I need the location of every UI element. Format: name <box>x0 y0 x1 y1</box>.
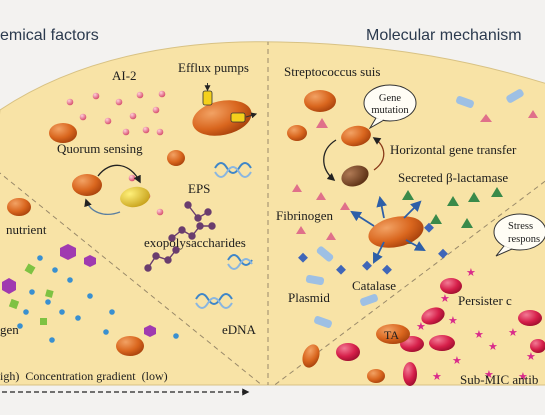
gene-mutation-bubble: Gene mutation <box>363 84 417 130</box>
fibrinogen-label: Fibrinogen <box>276 208 334 223</box>
bacterium <box>287 125 307 141</box>
right-section-header: Molecular mechanism <box>366 27 522 44</box>
ai2-molecules <box>66 90 166 216</box>
persister-cell <box>336 343 360 361</box>
catalase-label: Catalase <box>352 278 396 293</box>
persister-cell <box>440 278 462 294</box>
svg-text:Stress: Stress <box>508 221 533 232</box>
mutant-bacterium <box>341 165 369 187</box>
plasmid-particles <box>305 89 524 328</box>
ta-label: TA <box>384 328 399 342</box>
secretion-arrows <box>350 195 426 264</box>
bacterium <box>167 150 185 166</box>
bacterium <box>304 90 336 112</box>
secreting-bacterium <box>368 216 424 248</box>
svg-text:★: ★ <box>452 354 462 367</box>
svg-text:★: ★ <box>416 320 426 333</box>
mutation-cycle-arrow <box>323 139 337 182</box>
bacterium <box>49 123 77 143</box>
nutrient-label: nutrient <box>6 222 47 237</box>
quorum-cycle-arrow <box>97 164 141 184</box>
ai2-label: AI-2 <box>112 68 137 83</box>
svg-text:★: ★ <box>432 370 442 383</box>
dna-strand-icon <box>214 162 252 174</box>
svg-text:Gene: Gene <box>379 93 401 104</box>
fibrinogen-molecules <box>292 110 538 240</box>
bacterium <box>120 186 150 208</box>
eps-label: EPS <box>188 181 210 196</box>
mutation-cycle-arrow <box>372 137 385 171</box>
svg-text:★: ★ <box>508 326 518 339</box>
catalase-molecules <box>298 222 448 275</box>
svg-text:★: ★ <box>440 292 450 305</box>
bacterium <box>367 369 385 383</box>
biofilm-dome <box>0 41 545 386</box>
svg-text:★: ★ <box>518 370 528 383</box>
antibiotic-stars: ★ ★ ★ ★ ★ ★ ★ ★ ★ ★ ★ ★ <box>416 266 536 383</box>
quorum-cycle-arrow <box>84 198 121 215</box>
polysaccharide-chain <box>144 201 216 272</box>
persister-cell <box>403 362 417 386</box>
persister-cell <box>429 335 455 351</box>
persister-cell <box>518 310 542 326</box>
nutrient-particles <box>2 244 179 343</box>
svg-text:★: ★ <box>484 368 494 381</box>
svg-text:★: ★ <box>448 314 458 327</box>
horizontal-gene-transfer-label: Horizontal gene transfer <box>390 142 517 157</box>
bacterium <box>116 336 144 356</box>
sub-mic-antibiotic-label: Sub-MIC antib <box>460 372 538 387</box>
exopolysaccharides-label: exopolysaccharides <box>144 235 246 250</box>
right-diagonal-divider <box>267 169 545 385</box>
bacterium <box>341 125 371 147</box>
persister-cell-label: Persister c <box>458 293 512 308</box>
svg-text:mutation: mutation <box>371 105 409 116</box>
svg-text:respons: respons <box>508 234 540 245</box>
quorum-sensing-label: Quorum sensing <box>57 141 143 156</box>
persister-cell <box>421 307 445 325</box>
svg-text:★: ★ <box>526 350 536 363</box>
edna-label: eDNA <box>222 322 257 337</box>
svg-text:★: ★ <box>488 340 498 353</box>
bacterium <box>7 198 31 216</box>
dna-strand-icon <box>227 254 253 266</box>
efflux-pumps-label: Efflux pumps <box>178 60 249 75</box>
dna-strand-icon <box>195 293 233 305</box>
left-section-header: emical factors <box>0 27 99 44</box>
secreted-lactamase-label: Secreted β-lactamase <box>398 170 508 185</box>
concentration-gradient-label: igh) Concentration gradient (low) <box>0 369 168 383</box>
streptococcus-suis-label: Streptococcus suis <box>284 64 380 79</box>
efflux-bacterium <box>192 100 252 136</box>
svg-text:★: ★ <box>474 328 484 341</box>
bacterium <box>72 174 102 196</box>
ta-bacterium <box>376 324 410 344</box>
efflux-pump-icon <box>202 83 258 123</box>
svg-text:★: ★ <box>466 266 476 279</box>
plasmid-label: Plasmid <box>288 290 330 305</box>
bacterium <box>302 344 320 368</box>
nitrogen-label-fragment: gen <box>0 322 19 337</box>
left-diagonal-divider <box>0 164 269 385</box>
stress-response-bubble: Stress respons <box>493 213 545 257</box>
persister-cell <box>530 339 545 353</box>
